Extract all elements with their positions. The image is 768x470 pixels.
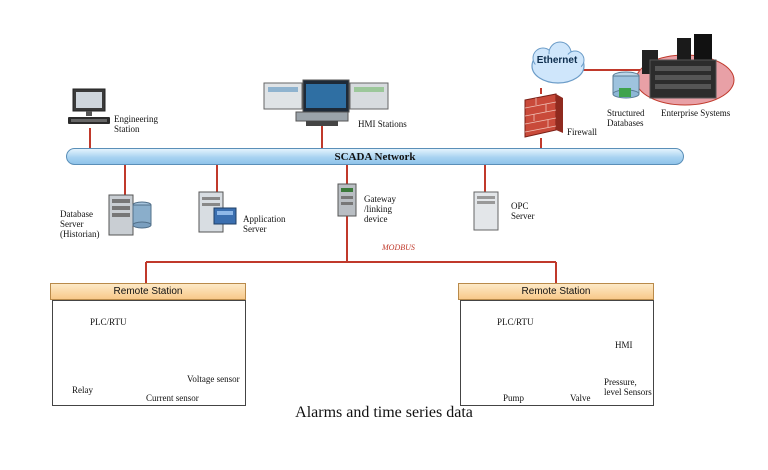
opc-server-icon: [473, 191, 499, 231]
diagram-caption: Alarms and time series data: [295, 404, 473, 421]
firewall-icon: [524, 93, 563, 138]
pressure-sensor-label: Pressure, level Sensors: [604, 377, 652, 397]
scada-network-label: SCADA Network: [334, 151, 416, 163]
database-server-icon: [108, 194, 152, 236]
valve-label: Valve: [570, 393, 591, 403]
application-server-icon: [198, 191, 237, 233]
opc-server-label: OPC Server: [511, 201, 535, 221]
current-sensor-label: Current sensor: [146, 393, 199, 403]
engineering-station-icon: [68, 88, 110, 124]
left-plc-label: PLC/RTU: [90, 317, 127, 327]
right-remote-station-box: [460, 300, 654, 406]
enterprise-systems-label: Enterprise Systems: [661, 108, 731, 118]
pump-label: Pump: [503, 393, 525, 403]
modbus-label: MODBUS: [382, 243, 415, 252]
database-cylinders-icon: [612, 71, 640, 99]
enterprise-server-icon: [642, 34, 717, 99]
hmi-stations-icon: [263, 79, 389, 126]
engineering-station-label: Engineering Station: [114, 114, 158, 134]
scada-network-bus: SCADA Network: [66, 148, 684, 165]
application-server-label: Application Server: [243, 214, 286, 234]
hmi-panel-label: HMI: [615, 340, 633, 350]
database-server-label: Database Server (Historian): [60, 209, 100, 239]
hmi-stations-label: HMI Stations: [358, 119, 407, 129]
right-remote-station-header: Remote Station: [458, 283, 654, 300]
ethernet-cloud-icon: [531, 41, 585, 84]
left-remote-station-box: [52, 300, 246, 406]
gateway-icon: [337, 183, 357, 217]
relay-label: Relay: [72, 385, 93, 395]
firewall-label: Firewall: [567, 127, 597, 137]
left-remote-station-header: Remote Station: [50, 283, 246, 300]
voltage-sensor-label: Voltage sensor: [187, 374, 240, 384]
right-plc-label: PLC/RTU: [497, 317, 534, 327]
structured-databases-label: Structured Databases: [607, 108, 645, 128]
gateway-label: Gateway /linking device: [364, 194, 396, 224]
ethernet-cloud-label: Ethernet: [536, 55, 578, 66]
